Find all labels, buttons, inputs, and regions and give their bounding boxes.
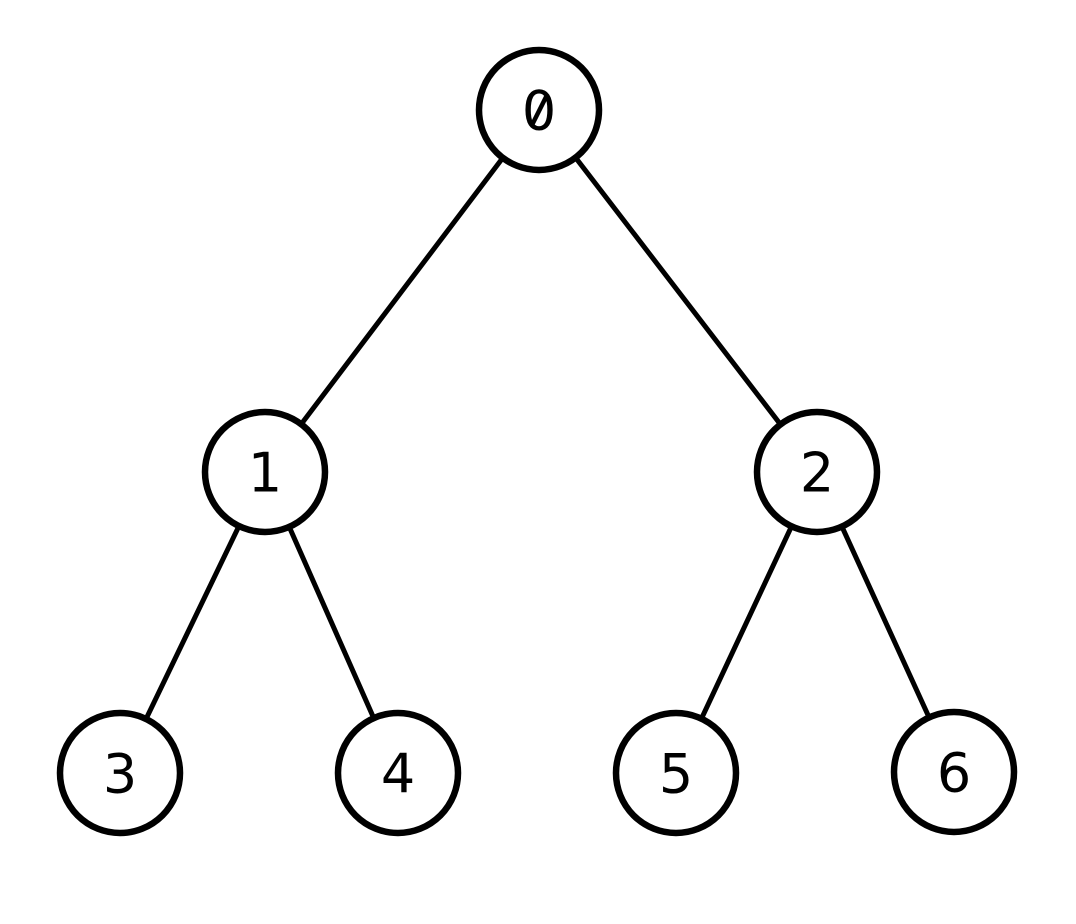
tree-node-2[interactable]: 2 [753,408,881,536]
node-circle-6[interactable] [890,708,1018,836]
node-label-5: 5 [659,743,693,806]
node-circle-4[interactable] [334,709,462,837]
tree-node-3[interactable]: 3 [56,709,184,837]
node-label-3: 3 [103,743,137,806]
slashed-zero-stroke [529,94,549,128]
tree-edge-0-1 [262,107,542,475]
node-label-2: 2 [800,442,834,505]
node-label-4: 4 [381,743,415,806]
tree-node-0[interactable]: 0 [475,46,603,174]
tree-node-4[interactable]: 4 [334,709,462,837]
tree-edge-0-2 [536,107,820,475]
node-circle-3[interactable] [56,709,184,837]
node-label-6: 6 [937,742,971,805]
tree-node-1[interactable]: 1 [201,408,329,536]
node-label-1: 1 [248,442,282,505]
tree-node-5[interactable]: 5 [612,709,740,837]
node-circle-2[interactable] [753,408,881,536]
node-circle-5[interactable] [612,709,740,837]
node-circle-1[interactable] [201,408,329,536]
nodes-layer: 0 1 2 3 4 5 6 [56,46,1018,837]
tree-node-6[interactable]: 6 [890,708,1018,836]
